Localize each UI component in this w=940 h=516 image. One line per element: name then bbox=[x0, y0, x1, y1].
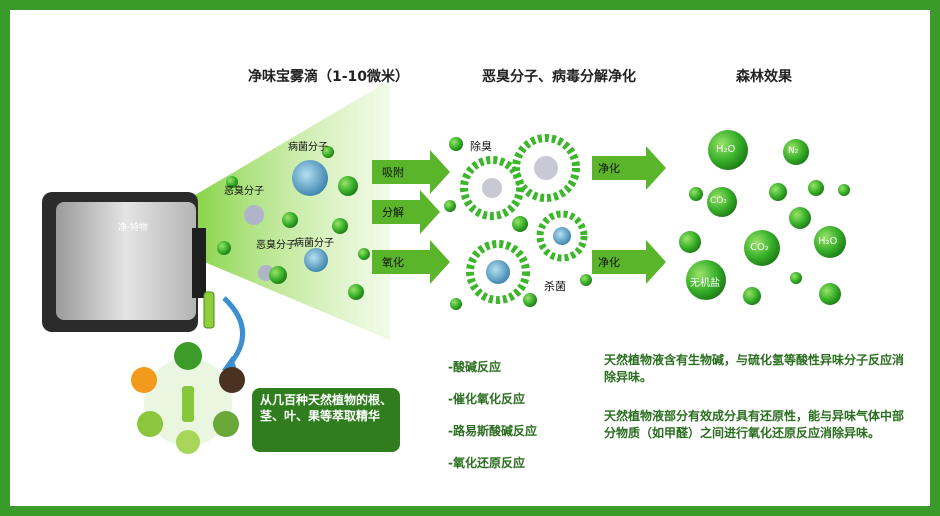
device-brand-text: 净·特物 bbox=[118, 223, 148, 233]
molecule-label-co2-a: CO₂ bbox=[710, 196, 727, 206]
virus-breakdown-cluster-b bbox=[536, 210, 588, 262]
molecule-label-co2-b: CO₂ bbox=[750, 242, 769, 253]
purifier-device bbox=[42, 192, 206, 332]
reaction-item: -路易斯酸碱反应 bbox=[448, 424, 537, 438]
reaction-item: -氧化还原反应 bbox=[448, 456, 525, 470]
molecule-salt bbox=[686, 260, 726, 300]
virus-breakdown-cluster-a bbox=[466, 240, 530, 304]
arrow-label-decompose: 分解 bbox=[382, 206, 404, 219]
molecule-label-n2: N₂ bbox=[788, 146, 799, 156]
label-odor-left: 恶臭分子 bbox=[224, 186, 264, 197]
diagram-canvas: 净味宝雾滴（1-10微米） 恶臭分子、病毒分解净化 森林效果 净·特物 病菌分子… bbox=[10, 10, 930, 506]
molecule-co2-a bbox=[707, 187, 737, 217]
arrow-shape-decompose bbox=[372, 190, 440, 234]
arrow-shape-oxidize bbox=[372, 240, 450, 284]
molecule-label-h2o-b: H₂O bbox=[818, 236, 838, 247]
molecule-h2o-b bbox=[814, 226, 846, 258]
odor-breakdown-cluster bbox=[512, 134, 580, 202]
deodor-cluster bbox=[460, 156, 524, 220]
diagram-graphics bbox=[42, 80, 850, 454]
header-decompose: 恶臭分子、病毒分解净化 bbox=[482, 69, 636, 85]
header-forest: 森林效果 bbox=[736, 69, 792, 85]
arrow-label-adsorb: 吸附 bbox=[382, 166, 404, 179]
liquid-bottle bbox=[203, 291, 215, 329]
plant-ingredients-circle bbox=[131, 342, 245, 454]
molecule-co2-b bbox=[744, 230, 780, 266]
label-bacteria-bottom: 病菌分子 bbox=[294, 238, 334, 249]
spray-beam bbox=[190, 80, 390, 340]
reaction-item: -酸碱反应 bbox=[448, 360, 501, 374]
arrow-shape-purify-bottom bbox=[592, 240, 666, 284]
virus-particle-b bbox=[304, 248, 328, 272]
arrow-shape-purify-top bbox=[592, 146, 666, 190]
odor-molecule-a bbox=[244, 205, 264, 225]
label-odor-bottom: 恶臭分子 bbox=[256, 240, 296, 251]
arrow-shape-adsorb bbox=[372, 150, 450, 194]
paragraph-reduction: 天然植物液部分有效成分具有还原性，能与异味气体中部分物质（如甲醛）之间进行氧化还… bbox=[604, 409, 905, 440]
label-deodor: 除臭 bbox=[470, 140, 492, 153]
molecule-label-h2o-a: H₂O bbox=[716, 144, 736, 155]
label-sterilize: 杀菌 bbox=[544, 280, 566, 293]
molecule-h2o-a bbox=[708, 130, 748, 170]
label-bacteria-top: 病菌分子 bbox=[288, 142, 328, 153]
paragraph-alkaloid: 天然植物液含有生物碱，与硫化氢等酸性异味分子反应消除异味。 bbox=[604, 353, 905, 384]
molecule-label-salt: 无机盐 bbox=[690, 278, 720, 289]
arrow-label-purify-top: 净化 bbox=[598, 162, 620, 175]
reaction-item: -催化氧化反应 bbox=[448, 392, 525, 406]
arrow-label-purify-bottom: 净化 bbox=[598, 256, 620, 269]
virus-particle-a bbox=[292, 160, 328, 196]
arrow-label-oxidize: 氧化 bbox=[382, 256, 404, 269]
flow-arrow bbox=[222, 296, 245, 366]
molecule-n2 bbox=[783, 139, 809, 165]
header-spray: 净味宝雾滴（1-10微米） bbox=[248, 69, 410, 85]
extract-description-box: 从几百种天然植物的根、茎、叶、果等萃取精华 bbox=[252, 388, 400, 452]
